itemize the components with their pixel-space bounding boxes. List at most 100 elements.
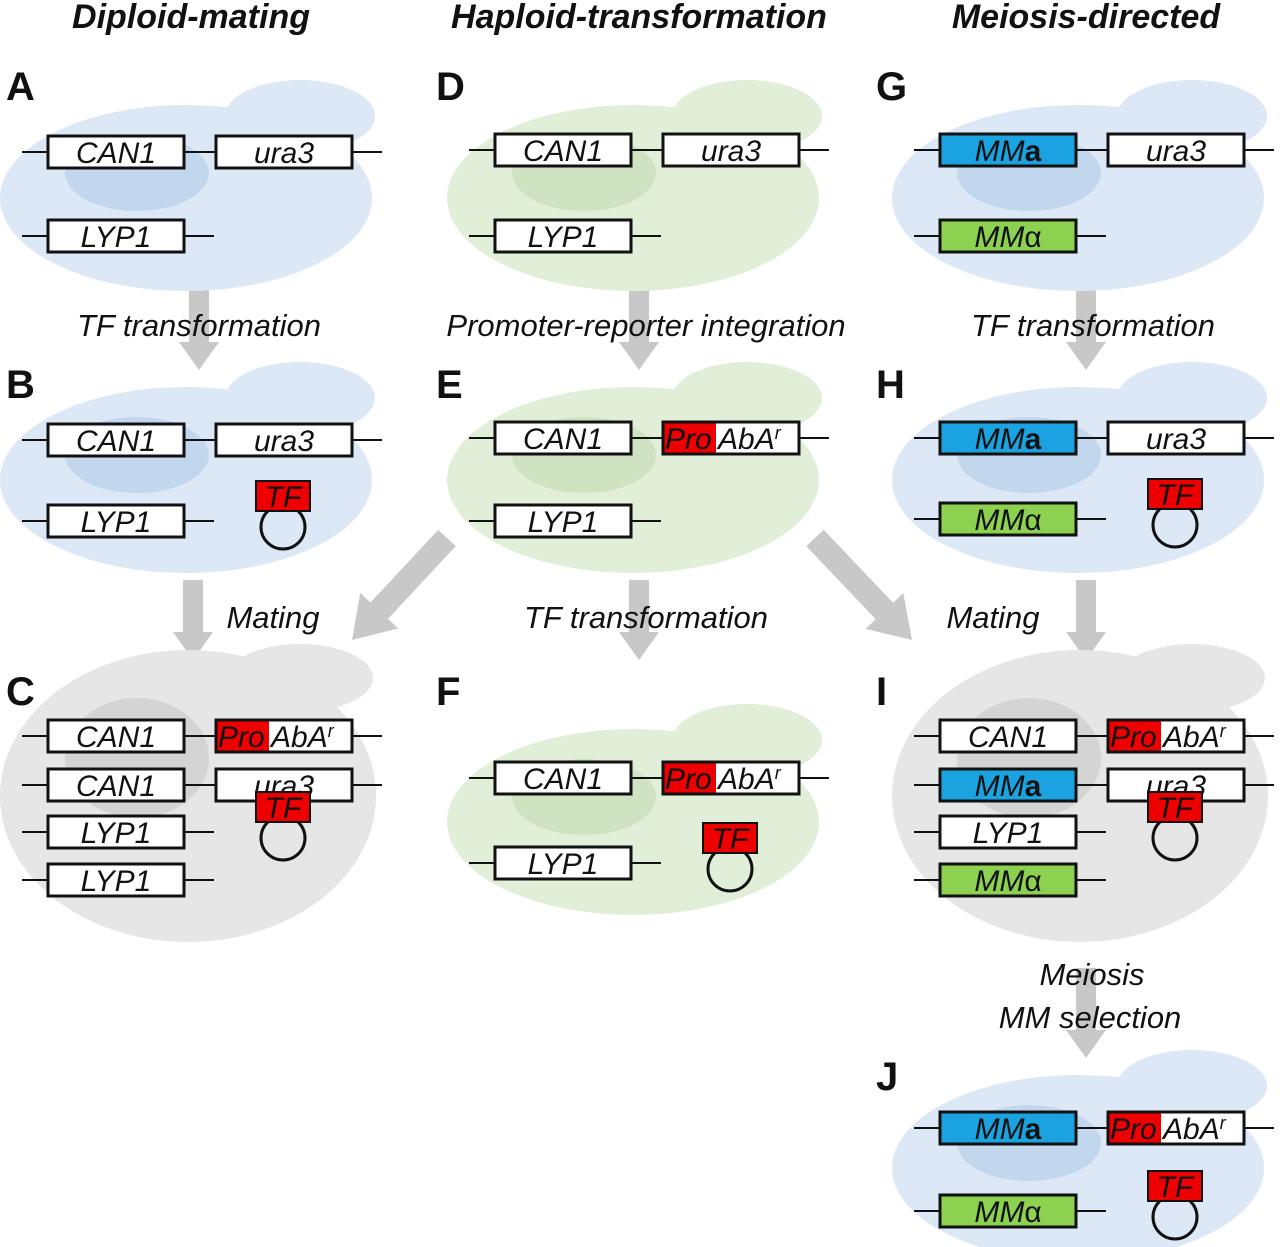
gene-label: MMa — [975, 135, 1042, 168]
gene-can1: CAN1 — [46, 422, 186, 458]
gene-label: MMα — [974, 504, 1041, 537]
gene-ura3: ura3 — [661, 132, 801, 168]
reporter-box — [1161, 1112, 1244, 1144]
gene-label-prefix: MM — [975, 1113, 1025, 1146]
gene-box — [938, 132, 1078, 168]
gene-box — [493, 760, 633, 796]
reporter-name: AbA — [1161, 721, 1220, 754]
arrow-a-to-b — [179, 290, 219, 370]
tf-plasmid: TF — [1147, 478, 1203, 549]
gene-ura3: ura3 — [214, 134, 354, 170]
gene-box — [938, 814, 1078, 850]
gene-label: ura3 — [701, 135, 761, 168]
gene-ura3: ura3 — [214, 422, 354, 458]
gene-box — [46, 218, 186, 254]
panel-label: F — [436, 670, 460, 714]
tf-box — [255, 480, 311, 512]
gene-label: CAN1 — [76, 770, 156, 803]
gene-label: CAN1 — [76, 425, 156, 458]
gene-lyp1: LYP1 — [46, 218, 186, 254]
gene-box — [46, 814, 186, 850]
gene-can1: CAN1 — [46, 767, 186, 803]
gene-box — [938, 501, 1078, 537]
gene-box — [938, 862, 1078, 898]
gene-label-mating-type: α — [1024, 504, 1041, 537]
panel-label: C — [6, 670, 35, 714]
reporter-label: AbAr — [269, 721, 335, 754]
gene-label: LYP1 — [528, 848, 599, 881]
promoter-label: Pro — [665, 423, 712, 456]
tf-box — [702, 822, 758, 854]
promoter-label: Pro — [665, 763, 712, 796]
gene-label: CAN1 — [76, 137, 156, 170]
promoter-box — [663, 422, 716, 454]
gene-box — [46, 134, 186, 170]
reporter-resistance-superscript: r — [775, 423, 782, 443]
gene-can1: CAN1 — [46, 718, 186, 754]
gene-mmα: MMα — [938, 1193, 1078, 1229]
gene-label-mating-type: a — [1025, 1113, 1042, 1146]
gene-label: MMα — [974, 221, 1041, 254]
tf-label: TF — [265, 792, 303, 825]
tf-plasmid: TF — [702, 822, 758, 893]
gene-box — [493, 503, 633, 539]
panel-label: H — [876, 363, 905, 407]
gene-label-mating-type: a — [1025, 423, 1042, 456]
gene-box — [938, 1193, 1078, 1229]
step-label-d-to-e: Promoter-reporter integration — [446, 308, 845, 343]
gene-mmα: MMα — [938, 501, 1078, 537]
promoter-label: Pro — [218, 721, 265, 754]
gene-box — [46, 767, 186, 803]
gene-mma: MMa — [938, 767, 1078, 803]
gene-box — [661, 132, 801, 168]
reporter-outline — [1106, 718, 1246, 754]
reporter-resistance-superscript: r — [775, 763, 782, 783]
gene-box — [493, 132, 633, 168]
gene-label: LYP1 — [973, 817, 1044, 850]
gene-label: ura3 — [1146, 135, 1206, 168]
tf-box — [1147, 791, 1203, 823]
promoter-label: Pro — [1110, 721, 1157, 754]
reporter-box — [716, 422, 799, 454]
panel-label: D — [436, 65, 465, 109]
promoter-box — [1108, 720, 1161, 752]
tf-plasmid: TF — [255, 791, 311, 862]
tf-label: TF — [1157, 792, 1195, 825]
gene-label: CAN1 — [523, 423, 603, 456]
gene-label-mating-type: a — [1025, 135, 1042, 168]
yeast-cell — [0, 80, 375, 291]
yeast-cell — [892, 80, 1267, 291]
gene-label: MMa — [975, 770, 1042, 803]
panel-label: I — [876, 670, 887, 714]
gene-can1: CAN1 — [46, 134, 186, 170]
reporter-box — [1161, 720, 1244, 752]
gene-label: LYP1 — [81, 221, 152, 254]
panel-label: E — [436, 363, 463, 407]
gene-box — [938, 218, 1078, 254]
reporter-label: AbAr — [1161, 721, 1227, 754]
gene-label: LYP1 — [81, 865, 152, 898]
reporter-resistance-superscript: r — [328, 721, 335, 741]
gene-label-prefix: MM — [974, 865, 1024, 898]
reporter-label: AbAr — [716, 423, 782, 456]
arrow-d-to-e — [619, 290, 659, 370]
gene-label: LYP1 — [81, 506, 152, 539]
gene-label-prefix: MM — [975, 770, 1025, 803]
reporter-outline — [1106, 1110, 1246, 1146]
gene-label: LYP1 — [528, 506, 599, 539]
gene-box — [46, 718, 186, 754]
gene-box — [493, 845, 633, 881]
arrow-e-to-i — [806, 529, 912, 640]
step-label-b-to-c: Mating — [226, 600, 319, 635]
gene-label-prefix: MM — [975, 423, 1025, 456]
gene-lyp1: LYP1 — [46, 814, 186, 850]
step-labels: TF transformation Promoter-reporter inte… — [77, 308, 1215, 1035]
tf-label: TF — [712, 823, 750, 856]
reporter-name: AbA — [1161, 1113, 1220, 1146]
gene-lyp1: LYP1 — [938, 814, 1078, 850]
